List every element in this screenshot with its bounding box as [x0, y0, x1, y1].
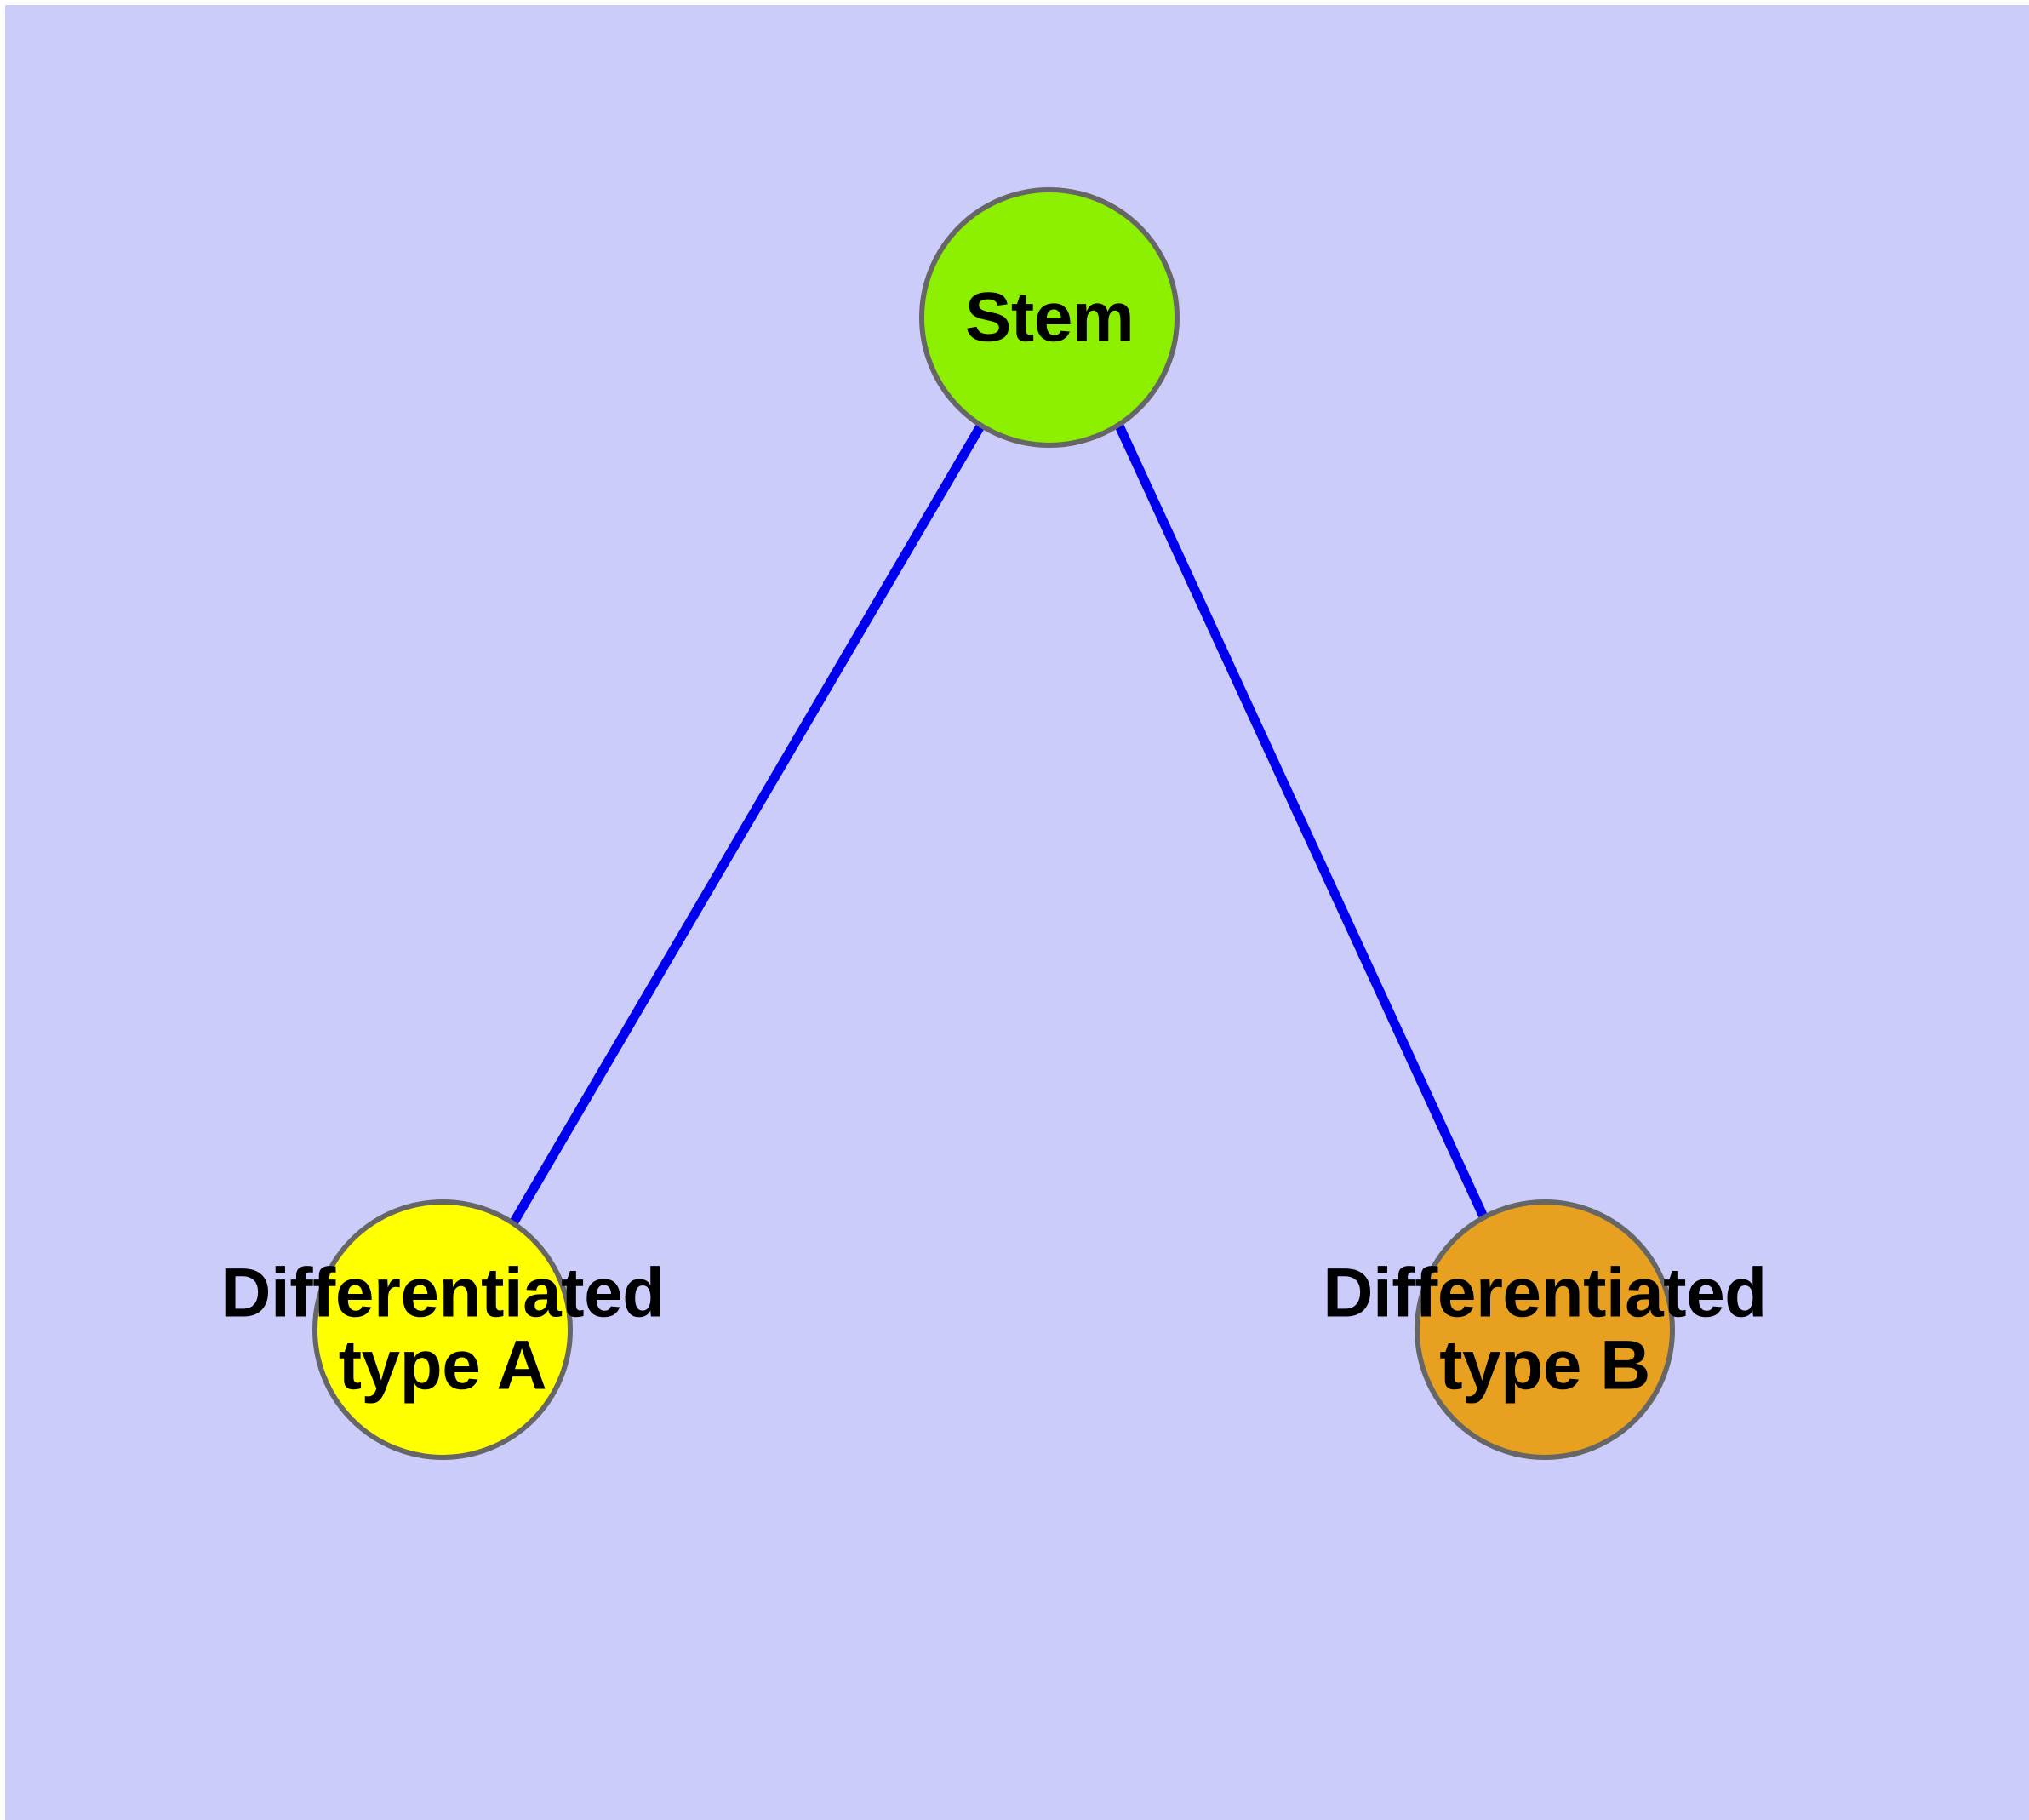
edge-stem-to-differentiated-type-a [509, 422, 986, 1226]
edge-stem-to-differentiated-type-b [1114, 421, 1492, 1228]
node-differentiated-type-a-circle[interactable] [312, 1199, 573, 1460]
node-stem-circle[interactable] [919, 187, 1180, 448]
edges-group [509, 421, 1492, 1228]
node-differentiated-type-b-circle[interactable] [1415, 1199, 1675, 1460]
nodes-group [312, 187, 1675, 1460]
